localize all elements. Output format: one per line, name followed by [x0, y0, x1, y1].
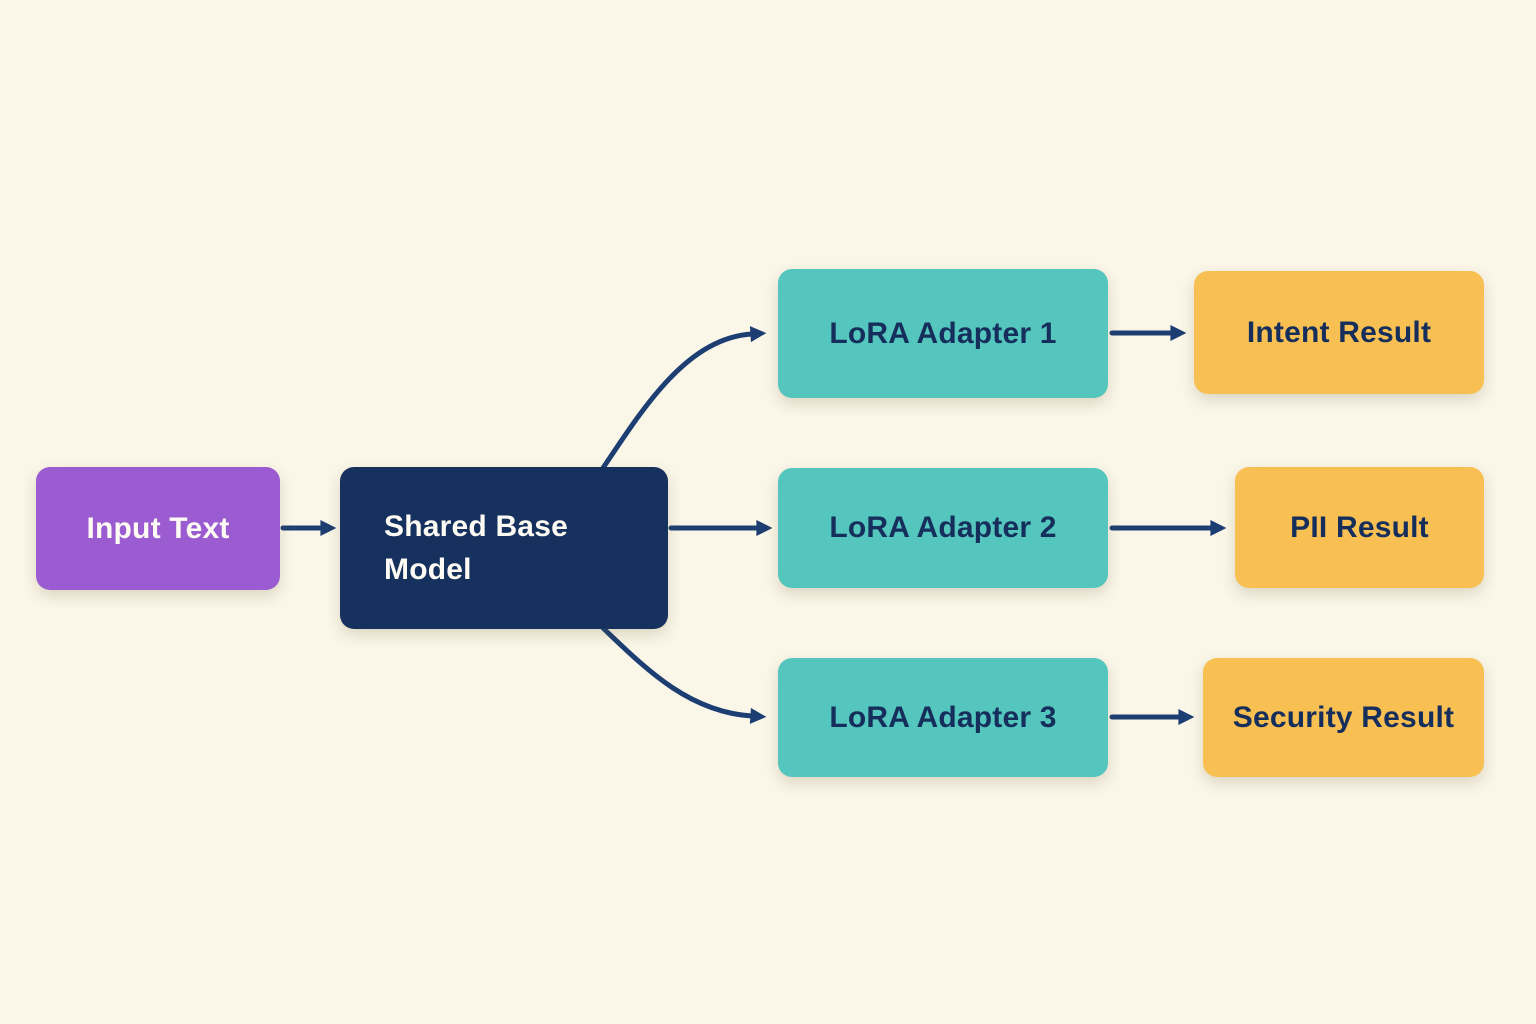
node-lora-adapter-1-label: LoRA Adapter 1: [829, 316, 1057, 350]
node-lora-adapter-1: LoRA Adapter 1: [778, 269, 1108, 398]
node-input-text: Input Text: [36, 467, 280, 590]
node-intent-result: Intent Result: [1194, 271, 1484, 394]
node-lora-adapter-2-label: LoRA Adapter 2: [829, 511, 1057, 544]
node-lora-adapter-3: LoRA Adapter 3: [778, 658, 1108, 777]
node-security-result: Security Result: [1203, 658, 1484, 777]
node-intent-result-label: Intent Result: [1246, 315, 1432, 349]
node-lora-adapter-2: LoRA Adapter 2: [778, 468, 1108, 588]
node-shared-base-model: Shared Base Model: [340, 467, 668, 629]
edge-base-to-adapter3: [600, 625, 767, 724]
node-input-text-label: Input Text: [86, 511, 230, 545]
node-pii-result-label: PII Result: [1290, 510, 1429, 544]
node-pii-result: PII Result: [1235, 467, 1484, 588]
node-lora-adapter-3-label: LoRA Adapter 3: [829, 700, 1057, 734]
edge-base-to-adapter1: [600, 326, 767, 471]
node-shared-base-model-label: Shared Base Model: [384, 509, 568, 587]
node-security-result-label: Security Result: [1232, 700, 1455, 734]
